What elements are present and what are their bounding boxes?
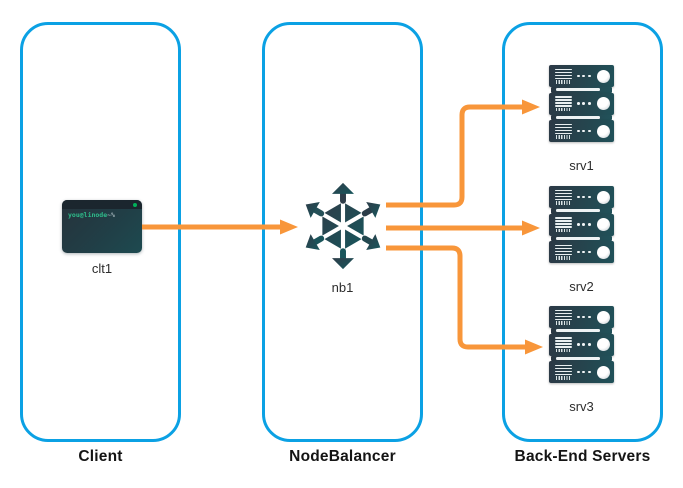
power-knob: [597, 338, 610, 351]
nodebalancer-icon: [305, 182, 381, 270]
server-unit: [549, 92, 614, 115]
vent-ticks: [556, 135, 571, 139]
node-label-nb1: nb1: [331, 280, 354, 295]
rack-rail: [551, 208, 612, 214]
power-knob: [597, 245, 610, 259]
drive-dots: [577, 74, 591, 78]
drive-dots: [577, 370, 591, 374]
power-knob: [597, 124, 610, 138]
drive-dots: [577, 102, 591, 105]
vent-ticks: [556, 80, 571, 84]
group-box-nodebalancer: [262, 22, 423, 442]
node-label-srv3: srv3: [569, 399, 594, 414]
rack-rail: [551, 114, 612, 120]
server-unit: [549, 186, 614, 208]
vent-ticks: [556, 201, 571, 205]
terminal-titlebar: [62, 200, 142, 209]
rack-rail: [551, 328, 612, 334]
server-unit: [549, 333, 614, 356]
vent-ticks: [556, 348, 571, 352]
group-caption-client: Client: [78, 448, 123, 465]
rack-rail: [551, 355, 612, 361]
drive-dots: [577, 223, 591, 226]
group-box-backend-servers: [502, 22, 663, 442]
server-unit: [549, 306, 614, 328]
vent-lines: [555, 189, 572, 201]
vent-lines: [555, 309, 572, 321]
power-knob: [597, 365, 610, 379]
terminal-prompt-suffix: ~%: [107, 211, 115, 219]
server-unit: [549, 65, 614, 87]
server-stack-icon-srv3: [549, 306, 614, 383]
power-knob: [597, 190, 610, 204]
drive-dots: [577, 250, 591, 254]
vent-ticks: [556, 376, 571, 380]
vent-ticks: [556, 228, 571, 232]
server-stack-icon-srv1: [549, 65, 614, 142]
power-knob: [597, 310, 610, 324]
server-unit: [549, 213, 614, 236]
group-caption-nodebalancer: NodeBalancer: [289, 448, 396, 465]
drive-dots: [577, 343, 591, 346]
server-unit: [549, 361, 614, 383]
node-label-srv1: srv1: [569, 158, 594, 173]
vent-lines: [555, 68, 572, 80]
vent-lines: [555, 244, 572, 256]
vent-lines: [555, 96, 572, 107]
server-unit: [549, 120, 614, 142]
group-box-client: [20, 22, 181, 442]
vent-lines: [555, 364, 572, 376]
node-label-clt1: clt1: [91, 261, 113, 276]
vent-ticks: [556, 321, 571, 325]
server-stack-icon-srv2: [549, 186, 614, 263]
power-knob: [597, 218, 610, 231]
terminal-status-dot: [133, 202, 137, 207]
rack-rail: [551, 87, 612, 93]
power-knob: [597, 69, 610, 83]
terminal-prompt: you@linode~%: [68, 211, 115, 219]
drive-dots: [577, 195, 591, 199]
rack-rail: [551, 235, 612, 241]
vent-lines: [555, 217, 572, 228]
vent-ticks: [556, 256, 571, 260]
power-knob: [597, 97, 610, 110]
terminal-icon: you@linode~%: [62, 200, 142, 253]
server-unit: [549, 241, 614, 263]
drive-dots: [577, 315, 591, 319]
vent-ticks: [556, 107, 571, 111]
node-label-srv2: srv2: [569, 279, 594, 294]
vent-lines: [555, 123, 572, 135]
vent-lines: [555, 337, 572, 348]
terminal-prompt-user: you@linode: [68, 211, 108, 219]
drive-dots: [577, 129, 591, 133]
group-caption-backend-servers: Back-End Servers: [514, 448, 651, 465]
